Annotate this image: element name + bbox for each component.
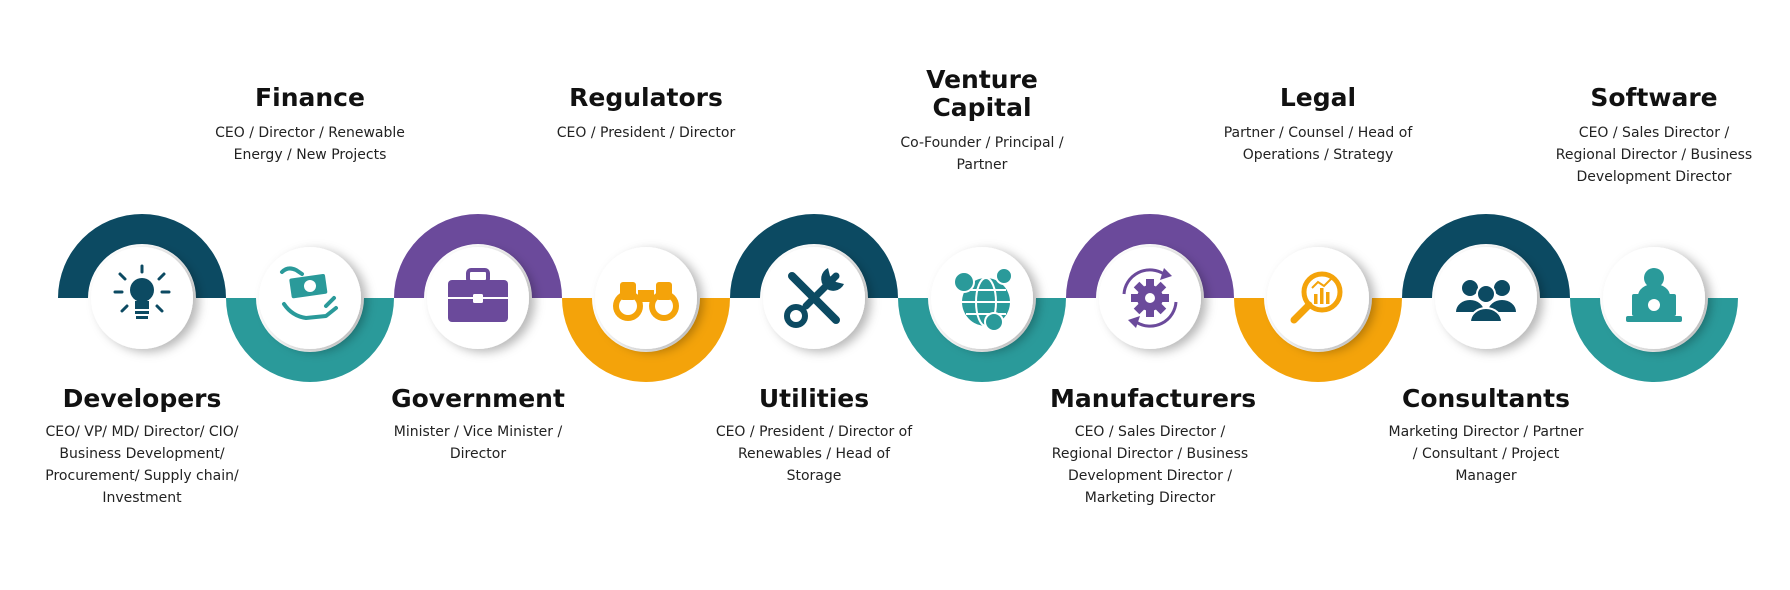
node-regulators: Regulators CEO / President / Director bbox=[546, 84, 746, 144]
node-title: Manufacturers bbox=[1050, 384, 1257, 413]
node-venture-capital: Venture Capital Co-Founder / Principal /… bbox=[882, 66, 1082, 176]
node-roles: CEO/ VP/ MD/ Director/ CIO/ Business Dev… bbox=[45, 424, 239, 506]
node-title: Developers bbox=[62, 384, 222, 413]
node-government: Government Minister / Vice Minister / Di… bbox=[378, 385, 578, 465]
node-title: Regulators bbox=[569, 83, 723, 112]
node-arc bbox=[1066, 214, 1234, 298]
lightbulb-icon bbox=[113, 264, 171, 319]
node-circle bbox=[1267, 247, 1369, 349]
node-roles: CEO / Sales Director / Regional Director… bbox=[1051, 424, 1249, 506]
node-arc bbox=[226, 298, 394, 382]
node-arc bbox=[394, 214, 562, 298]
team-icon bbox=[1456, 280, 1516, 323]
node-roles: CEO / President / Director of Renewables… bbox=[715, 424, 913, 484]
node-roles: CEO / Sales Director / Regional Director… bbox=[1555, 125, 1753, 185]
node-title: Legal bbox=[1279, 83, 1357, 112]
node-arc bbox=[562, 298, 730, 382]
gear-cycle-icon bbox=[1122, 268, 1178, 328]
globe-currency-icon bbox=[953, 267, 1013, 332]
node-consultants: Consultants Marketing Director / Partner… bbox=[1386, 385, 1586, 487]
node-title: Software bbox=[1590, 83, 1718, 112]
node-utilities: Utilities CEO / President / Director of … bbox=[714, 385, 914, 487]
node-title: Government bbox=[391, 384, 565, 413]
node-roles: Partner / Counsel / Head of Operations /… bbox=[1223, 125, 1413, 163]
node-finance: Finance CEO / Director / Renewable Energ… bbox=[210, 84, 410, 166]
node-title: Finance bbox=[255, 83, 365, 112]
node-manufacturers: Manufacturers CEO / Sales Director / Reg… bbox=[1050, 384, 1257, 509]
node-title: Utilities bbox=[758, 384, 870, 413]
developer-laptop-icon bbox=[1626, 268, 1682, 322]
node-arc bbox=[898, 298, 1066, 382]
node-developers: Developers CEO/ VP/ MD/ Director/ CIO/ B… bbox=[42, 385, 242, 509]
node-roles: Minister / Vice Minister / Director bbox=[393, 424, 563, 462]
node-title: Consultants bbox=[1401, 384, 1571, 413]
node-arc bbox=[1402, 214, 1570, 298]
node-roles: Co-Founder / Principal / Partner bbox=[900, 135, 1064, 173]
node-roles: CEO / President / Director bbox=[556, 125, 736, 141]
node-software: Software CEO / Sales Director / Regional… bbox=[1554, 84, 1754, 188]
node-circle bbox=[259, 247, 361, 349]
node-arc bbox=[1570, 298, 1738, 382]
node-arc bbox=[1234, 298, 1402, 382]
arc-layer bbox=[58, 214, 1738, 382]
binoculars-icon bbox=[613, 282, 679, 321]
briefcase-icon bbox=[448, 268, 508, 322]
node-roles: CEO / Director / Renewable Energy / New … bbox=[215, 125, 405, 163]
icon-layer bbox=[113, 264, 1682, 332]
node-roles: Marketing Director / Partner / Consultan… bbox=[1388, 424, 1584, 484]
node-arc bbox=[730, 214, 898, 298]
money-hand-icon bbox=[280, 266, 338, 320]
node-title: Venture Capital bbox=[926, 65, 1038, 122]
tools-icon bbox=[784, 268, 844, 328]
node-arc bbox=[58, 214, 226, 298]
magnifier-chart-icon bbox=[1290, 271, 1343, 324]
node-legal: Legal Partner / Counsel / Head of Operat… bbox=[1218, 84, 1418, 166]
